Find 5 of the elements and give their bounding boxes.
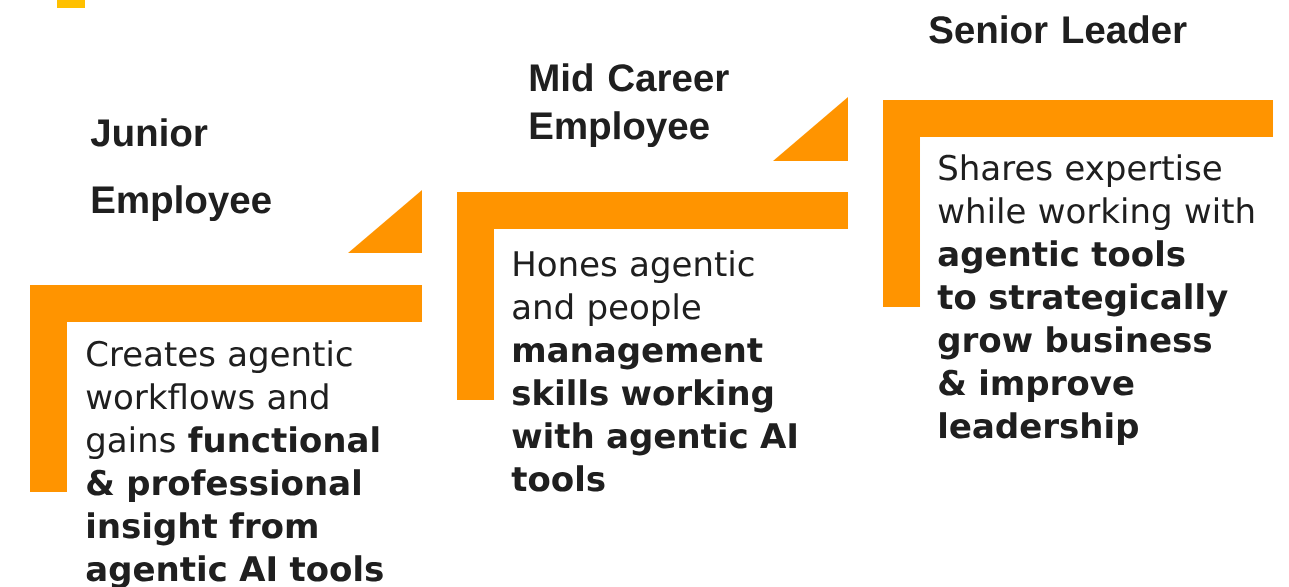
step-heading: Senior Leader bbox=[929, 15, 1187, 44]
step-heading: Mid Career Employee bbox=[530, 63, 729, 148]
step-description: Shares expertise while working with agentic tools to strategically grow business & improve leadership bbox=[937, 154, 1254, 446]
step-description: Hones agentic and people management skills working with agentic AI tools bbox=[511, 250, 796, 492]
step-heading: Junior Employee bbox=[90, 118, 271, 222]
